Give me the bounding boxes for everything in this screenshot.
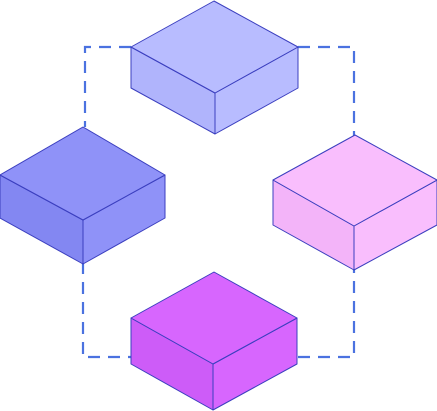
block-left-face-top: [0, 126, 166, 221]
connector-bottom-right: [298, 270, 356, 359]
block-top-face-top: [130, 0, 299, 94]
block-bottom: [130, 271, 298, 411]
block-left: [0, 126, 166, 265]
block-top: [130, 0, 299, 135]
block-right-face-top: [272, 134, 437, 227]
block-bottom-face-top: [130, 271, 298, 365]
connector-top-left: [83, 45, 131, 127]
connector-bottom-left: [81, 262, 131, 359]
block-right: [272, 134, 437, 271]
